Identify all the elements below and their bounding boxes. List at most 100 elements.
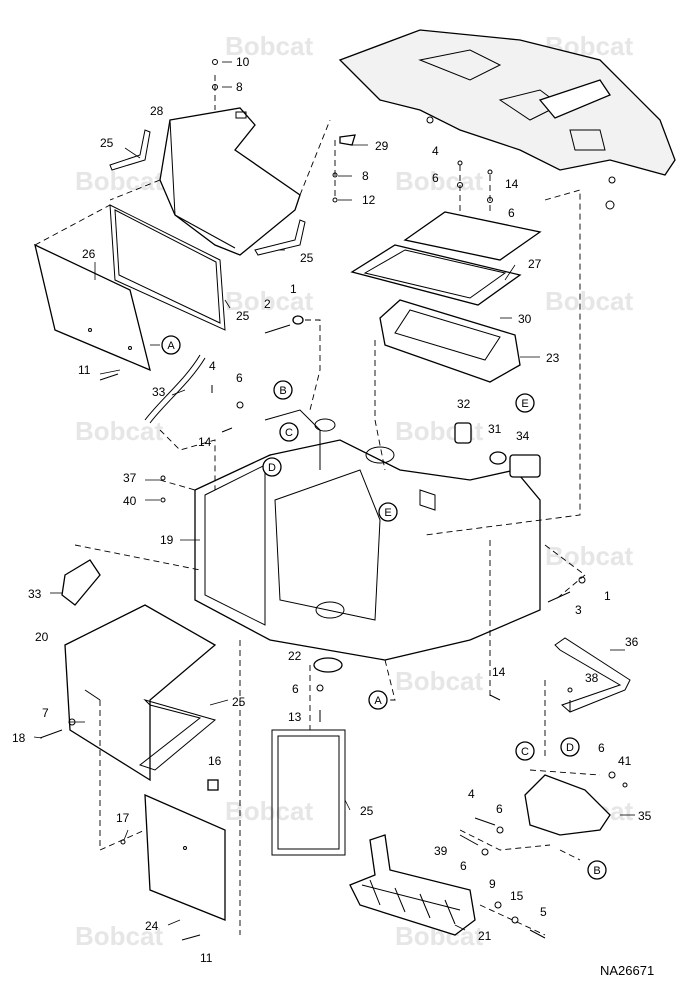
- part-label: 27: [528, 257, 542, 271]
- part-label: 25: [300, 251, 314, 265]
- svg-text:Bobcat: Bobcat: [75, 921, 163, 951]
- svg-text:Bobcat: Bobcat: [395, 166, 483, 196]
- part-label: 4: [468, 787, 475, 801]
- seal-strip-25: [109, 129, 306, 256]
- part-label: 6: [508, 206, 515, 220]
- svg-text:E: E: [521, 398, 528, 410]
- part-label: 11: [200, 951, 213, 965]
- part-label: 4: [209, 359, 216, 373]
- part-label: 36: [625, 635, 639, 649]
- part-label: 17: [116, 811, 130, 825]
- callout-b-2: B: [587, 860, 607, 880]
- lower-panel-24: [144, 793, 226, 921]
- bobcat-watermark: Bobcat: [395, 166, 483, 196]
- svg-text:D: D: [268, 462, 276, 474]
- callout-e-2: E: [378, 502, 398, 522]
- svg-text:A: A: [374, 695, 382, 707]
- svg-text:C: C: [521, 746, 529, 758]
- bobcat-watermark: Bobcat: [75, 416, 163, 446]
- part-label: 21: [478, 929, 492, 943]
- part-label: 41: [618, 754, 632, 768]
- svg-text:A: A: [167, 340, 175, 352]
- top-cover-28: [159, 107, 301, 256]
- part-label: 33: [152, 385, 166, 399]
- bracket-35: [524, 774, 611, 836]
- part-label: 4: [432, 144, 439, 158]
- part-label: 7: [42, 706, 49, 720]
- part-label: 9: [489, 877, 496, 891]
- leader-lines: [33, 61, 635, 931]
- svg-text:C: C: [285, 427, 293, 439]
- svg-text:B: B: [593, 865, 600, 877]
- part-label: 25: [236, 309, 250, 323]
- svg-text:Bobcat: Bobcat: [75, 166, 163, 196]
- plug-34: [509, 454, 541, 478]
- part-label: 22: [288, 649, 302, 663]
- part-label: 23: [546, 351, 560, 365]
- front-cover-20: [64, 604, 217, 782]
- callout-d-2: D: [560, 737, 580, 757]
- part-label: 1: [290, 282, 297, 296]
- plug-32: [454, 422, 472, 444]
- svg-text:Bobcat: Bobcat: [545, 541, 633, 571]
- part-label: 6: [236, 371, 243, 385]
- part-label: 6: [460, 859, 467, 873]
- part-label: 10: [236, 55, 250, 69]
- part-label: 15: [510, 889, 524, 903]
- callout-a-2: A: [368, 690, 388, 710]
- part-label: 34: [516, 429, 530, 443]
- part-label: 13: [288, 710, 302, 724]
- svg-text:Bobcat: Bobcat: [545, 286, 633, 316]
- part-label: 38: [585, 671, 599, 685]
- part-label: 6: [598, 741, 605, 755]
- part-label: 2: [264, 297, 271, 311]
- svg-text:Bobcat: Bobcat: [225, 31, 313, 61]
- seal-30: [350, 244, 522, 306]
- main-housing-19: [194, 409, 541, 661]
- svg-text:Bobcat: Bobcat: [75, 416, 163, 446]
- fasteners: [39, 59, 628, 941]
- callout-a-1: A: [161, 335, 181, 355]
- seal-frame-25-lower: [138, 698, 346, 856]
- part-labels: 10 8 28 25 26 25 25 11 29 8 12 4 6 14 6 …: [12, 55, 652, 965]
- cover-plate-27: [403, 211, 542, 261]
- part-label: 14: [492, 665, 506, 679]
- part-label: 35: [638, 809, 652, 823]
- part-label: 14: [505, 177, 519, 191]
- part-label: 16: [208, 754, 222, 768]
- part-label: 25: [360, 804, 374, 818]
- side-panel-26: [34, 243, 151, 372]
- part-label: 24: [145, 919, 159, 933]
- grommet-31: [489, 451, 507, 465]
- svg-text:Bobcat: Bobcat: [395, 666, 483, 696]
- callout-d-1: D: [262, 457, 282, 477]
- bobcat-watermark: Bobcat: [545, 286, 633, 316]
- part-label: 8: [362, 169, 369, 183]
- bobcat-watermark: Bobcat: [225, 31, 313, 61]
- part-label: 14: [198, 435, 212, 449]
- machine-frame: [338, 29, 676, 210]
- bobcat-watermark: Bobcat: [395, 666, 483, 696]
- part-label: 20: [35, 630, 49, 644]
- part-label: 32: [457, 397, 471, 411]
- assembly-lines: [34, 75, 601, 936]
- part-label: 19: [160, 533, 174, 547]
- part-label: 18: [12, 731, 26, 745]
- bobcat-watermark: Bobcat: [545, 541, 633, 571]
- svg-text:Bobcat: Bobcat: [225, 286, 313, 316]
- bobcat-watermark: Bobcat: [225, 286, 313, 316]
- part-label: 6: [432, 171, 439, 185]
- part-label: 28: [150, 104, 164, 118]
- grommet-33: [61, 559, 101, 606]
- part-label: 6: [292, 682, 299, 696]
- part-label: 37: [123, 471, 137, 485]
- part-label: 1: [604, 589, 611, 603]
- bobcat-watermark: Bobcat: [225, 796, 313, 826]
- part-label: 29: [375, 139, 389, 153]
- part-label: 40: [123, 494, 137, 508]
- svg-text:D: D: [566, 742, 574, 754]
- svg-text:B: B: [279, 385, 286, 397]
- callout-e-1: E: [515, 393, 535, 413]
- part-label: 11: [78, 363, 91, 377]
